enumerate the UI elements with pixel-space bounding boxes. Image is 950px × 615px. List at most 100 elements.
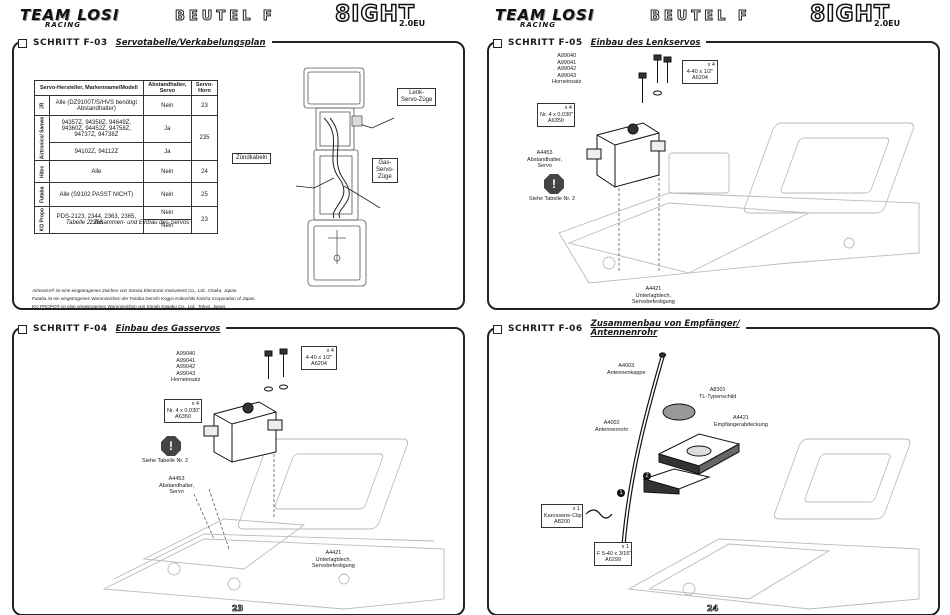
label-horn-insert: A99040 A99041 A99042 A99043 Horneinsatz [552,53,582,85]
step-f04-panel: SCHRITT F-04 Einbau des Gasservos [12,322,465,615]
table-caption: Tabelle 2: Zusammen- und Einbau des Serv… [66,220,190,226]
table-cell: Nein [142,160,192,184]
step-title: Einbau des Lenkservos [590,38,701,48]
table-cell: Alle (S9102 PASST NICHT) [49,182,144,208]
body-clip-illustration [585,509,613,519]
step-f04-heading: SCHRITT F-04 Einbau des Gasservos [18,322,227,336]
label-throttle-wires: Gas- Servo- Züge [372,158,398,183]
table-cell: Nein [142,95,192,116]
label-ignition-wires: Zündkabeln [232,153,272,164]
checkbox-icon[interactable] [493,38,502,48]
table-cell: 25 [190,182,219,208]
table-cell: Ja [142,142,192,162]
left-page: TEAM LOSI RACING BEUTEL F 8IGHT 2.0EU SC… [0,0,475,615]
group-label: Futaba [34,182,50,207]
step-number: SCHRITT F-03 [33,38,108,48]
table-cell: 94102Z, 94112Z [49,142,144,162]
screw-qty: x 1 [621,544,629,550]
step-f03-panel: SCHRITT F-03 Servotabelle/Verkabelungspl… [12,36,465,310]
table-cell: 94357Z, 94358Z, 94649Z, 94360Z, 94452Z, … [49,114,144,144]
right-page: TEAM LOSI RACING BEUTEL F 8IGHT 2.0EU SC… [475,0,950,615]
bag-title: BEUTEL F [650,9,751,25]
bag-title: BEUTEL F [175,9,276,25]
group-label: Airtronics/ Sanwa [34,115,50,161]
see-table-label: Siehe Tabelle Nr. 2 [529,196,576,202]
trademark-note: KO PROPO® ist eine eingetragenes Warenze… [32,304,227,309]
label-antenna-cap: A4003 Antennenkappe [607,363,646,376]
table-cell: Nein [142,219,192,234]
antenna-illustration [620,352,667,560]
step-marker-1: 1 [617,489,625,497]
servo-illustration [203,401,283,463]
chassis-illustration [558,122,920,284]
screw-label: 4-40 x 1/2" A6204 [305,354,333,368]
label-antenna-tube: A4002 Antennenrohr [595,420,629,433]
page-header: TEAM LOSI RACING BEUTEL F 8IGHT 2.0EU [475,0,950,32]
step-f03-heading: SCHRITT F-03 Servotabelle/Verkabelungspl… [18,36,272,50]
label-steering-wires: Lenk- Servo-Züge [397,88,437,106]
label-mount-plate: A4421 Unterlagblech, Servobefestigung [632,286,675,305]
trademark-note: Futaba ist ein eingetragenes Warenzeiche… [32,296,256,301]
screw-qty: x 4 [326,348,334,354]
group-label: JR [34,95,50,116]
table-cell: 23 [190,206,219,234]
checkbox-icon[interactable] [18,324,27,334]
page-number: 23 [232,604,244,614]
trademark-note: Airtronics® ist eine eingetragenes Zeich… [32,288,238,293]
screw-callout: x 4 4-40 x 1/2" A6204 [301,346,337,370]
wiring-diagram [295,67,395,287]
step-title: Servotabelle/Verkabelungsplan [115,38,266,48]
nut-label: Nr. 4 x 0,030" A6350 [540,111,574,125]
step-f06-heading: SCHRITT F-06 Zusammenbau von Empfänger/ … [493,318,746,340]
step-f05-heading: SCHRITT F-05 Einbau des Lenkservos [493,36,707,50]
nut-callout: x 4 Nr. 4 x 0,030" A6350 [537,103,575,127]
label-horn-insert: A99040 A99041 A99042 A99043 Horneinsatz [171,351,201,383]
label-name-plate: A8301 TL-Typenschild [699,387,737,400]
model-logo-sub: 2.0EU [397,19,428,28]
checkbox-icon[interactable] [18,38,27,48]
receiver-cover-illustration [642,403,741,495]
label-servo-spacer: A4453 Abstandhalter, Servo [159,476,195,495]
step-f05-panel: SCHRITT F-05 Einbau des Lenkservos [487,36,940,310]
table-header: Servo-Hersteller, Markenname/Modell [34,80,144,96]
table-cell: Nein [142,182,192,208]
clip-label: Karosserie-Clip A8200 [544,512,582,526]
brand-logo-sub: RACING [45,21,81,29]
brand-logo: TEAM LOSI [20,6,120,24]
clip-callout: x 1 Karosserie-Clip A8200 [541,504,583,528]
label-receiver-cover: A4421 Empfängerabdeckung [714,415,768,428]
warning-icon: ! [161,436,181,456]
clip-qty: x 1 [572,506,580,512]
table-header: Abstandhalter, Servo [142,80,192,96]
step-f06-panel: SCHRITT F-06 Zusammenbau von Empfänger/ … [487,318,940,615]
table-cell: Ja [142,114,192,144]
step-number: SCHRITT F-04 [33,324,108,334]
screw-label: F 5-40 x 3/16" A6299 [597,550,632,564]
table-cell: 23 [190,95,219,116]
screw-label: 4-40 x 1/2" A6204 [686,68,714,82]
step-title: Einbau des Gasservos [115,324,221,334]
table-header: Servo-Horn [190,80,219,96]
step-marker-2: 2 [643,472,651,480]
page-header: TEAM LOSI RACING BEUTEL F 8IGHT 2.0EU [0,0,475,32]
screw-callout: x 4 4-40 x 1/2" A6204 [682,60,718,84]
step-number: SCHRITT F-06 [508,324,583,334]
table-cell: Nein [142,206,192,221]
checkbox-icon[interactable] [493,324,502,334]
screws-illustration [638,54,672,103]
servo-illustration [586,122,666,188]
table-cell: 24 [190,160,219,184]
screws-illustration [264,348,288,392]
table-cell: Alle (DZ9100T/S/HVS benötigt Abstandhalt… [49,95,144,116]
nut-callout: x 4 Nr. 4 x 0,030" A6350 [164,399,202,423]
nut-qty: x 4 [564,105,572,111]
step-number: SCHRITT F-05 [508,38,583,48]
brand-logo: TEAM LOSI [495,6,595,24]
nut-qty: x 4 [191,401,199,407]
table-cell: 235 [190,114,219,162]
step-title: Zusammenbau von Empfänger/ Antennenrohr [590,319,740,338]
screw-qty: x 4 [707,62,715,68]
screw-callout: x 1 F 5-40 x 3/16" A6299 [594,542,632,566]
label-mount-plate: A4421 Unterlagblech, Servobefestigung [312,550,355,569]
group-label: KO Propo [34,206,50,234]
